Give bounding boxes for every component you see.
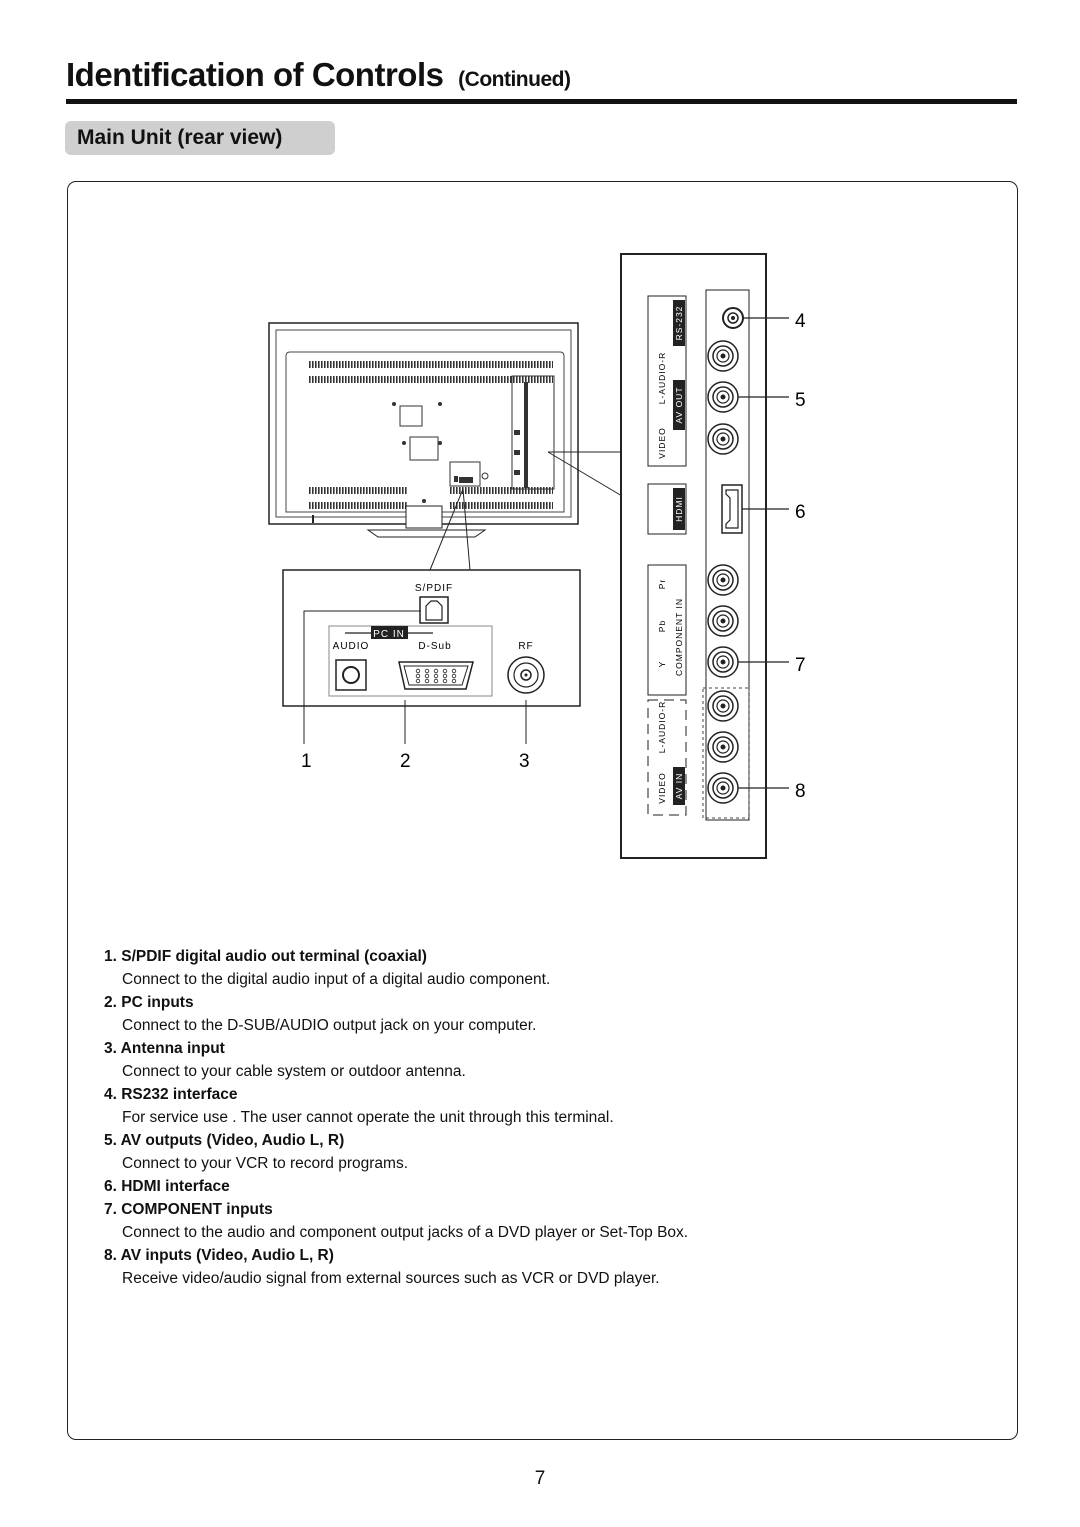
bottom-connector-inset: S/PDIF PC IN AUDIO D-Sub RF [282,569,581,707]
video-in-label: VIDEO [657,772,667,803]
page-title: Identification of Controls (Continued) [66,56,571,94]
audio-lr-in-label: L-AUDIO-R [657,701,667,753]
page-number: 7 [534,1468,546,1489]
control-descriptions: 1. S/PDIF digital audio out terminal (co… [104,945,984,1290]
rca-jack [707,423,739,455]
item-text: Connect to the digital audio input of a … [122,971,551,988]
hdmi-port [721,484,743,534]
rf-label: RF [518,641,533,652]
rca-jack [707,564,739,596]
item-text: Connect to your VCR to record programs. [122,1155,409,1172]
pc-in-label: PC IN [373,629,405,640]
description-item-1: 1. S/PDIF digital audio out terminal (co… [104,945,984,991]
item-text: Connect to the audio and component outpu… [122,1224,689,1241]
item-heading: 4. RS232 interface [104,1086,238,1103]
callout-2: 2 [400,751,411,772]
rca-jack [707,381,739,413]
av-out-label: AV OUT [674,386,684,423]
tv-rear-illustration [268,322,579,538]
item-heading: 8. AV inputs (Video, Audio L, R) [104,1247,334,1264]
description-item-6: 6. HDMI interface [104,1175,984,1198]
y-label: Y [657,661,667,668]
callout-5: 5 [795,390,806,411]
item-text: Connect to the D-SUB/AUDIO output jack o… [122,1017,537,1034]
dsub-label: D-Sub [418,641,451,652]
content-frame [67,181,1018,1440]
rca-jack [707,646,739,678]
component-in-label: COMPONENT IN [674,598,684,676]
audio-lr-out-label: L-AUDIO-R [657,352,667,404]
item-heading: 5. AV outputs (Video, Audio L, R) [104,1132,345,1149]
title-main: Identification of Controls [66,56,444,93]
item-heading: 1. S/PDIF digital audio out terminal (co… [104,948,427,965]
item-text: Connect to your cable system or outdoor … [122,1063,466,1080]
spdif-label: S/PDIF [415,583,453,594]
description-item-4: 4. RS232 interface For service use . The… [104,1083,984,1129]
rca-jack [707,772,739,804]
description-item-8: 8. AV inputs (Video, Audio L, R) Receive… [104,1244,984,1290]
item-heading: 3. Antenna input [104,1040,225,1057]
callout-3: 3 [519,751,530,772]
rca-jack [707,690,739,722]
audio-label: AUDIO [333,641,370,652]
rs232-label: RS-232 [674,306,684,341]
description-item-2: 2. PC inputs Connect to the D-SUB/AUDIO … [104,991,984,1037]
item-heading: 2. PC inputs [104,994,194,1011]
title-continued: (Continued) [458,68,571,91]
item-heading: 7. COMPONENT inputs [104,1201,273,1218]
hdmi-label: HDMI [674,496,684,522]
callout-4: 4 [795,311,806,332]
callout-1: 1 [301,751,312,772]
av-in-label: AV IN [674,773,684,800]
description-item-3: 3. Antenna input Connect to your cable s… [104,1037,984,1083]
pr-label: Pr [657,579,667,590]
item-heading: 6. HDMI interface [104,1178,230,1195]
title-rule [66,99,1017,104]
section-heading: Main Unit (rear view) [65,121,335,155]
item-text: Receive video/audio signal from external… [122,1270,660,1287]
rca-jack [707,605,739,637]
side-connector-panel: RS-232 L-AUDIO-R AV OUT VIDEO HDMI Pr Pb… [620,253,767,859]
callout-8: 8 [795,781,806,802]
description-item-7: 7. COMPONENT inputs Connect to the audio… [104,1198,984,1244]
video-out-label: VIDEO [657,427,667,458]
callout-6: 6 [795,502,806,523]
rca-jack [707,731,739,763]
rca-jack [707,340,739,372]
callout-7: 7 [795,655,806,676]
item-text: For service use . The user cannot operat… [122,1109,614,1126]
pb-label: Pb [657,620,667,632]
description-item-5: 5. AV outputs (Video, Audio L, R) Connec… [104,1129,984,1175]
